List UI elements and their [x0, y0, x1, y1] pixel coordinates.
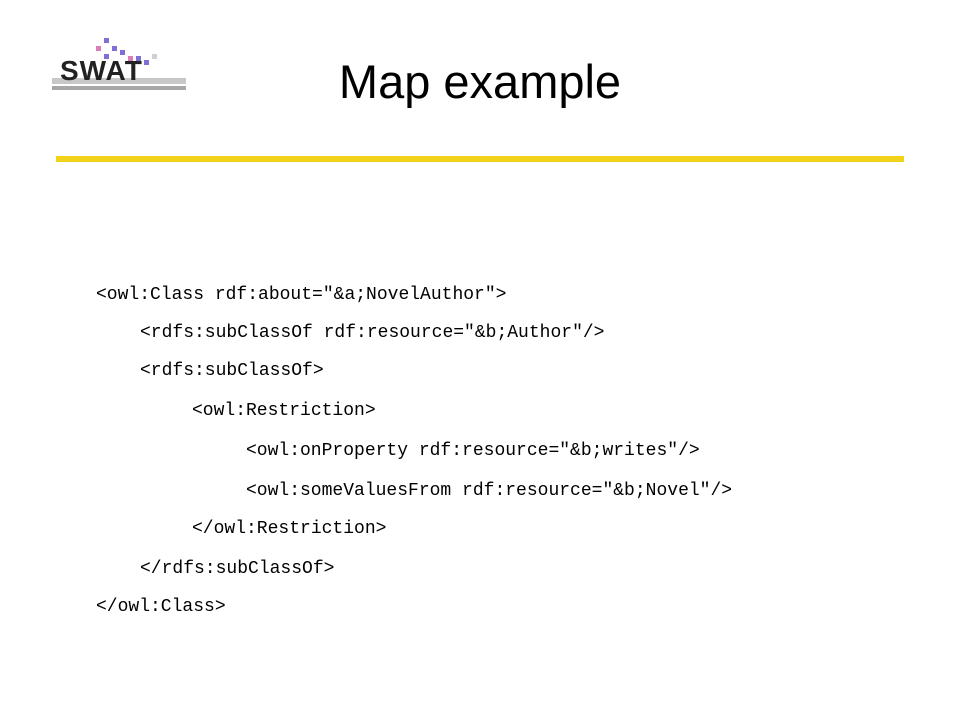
code-line: <owl:Restriction>: [192, 401, 376, 421]
title-underline: [56, 156, 904, 162]
code-line: </owl:Restriction>: [192, 519, 387, 539]
code-line: <owl:someValuesFrom rdf:resource="&b;Nov…: [246, 481, 733, 501]
swat-logo: SWAT: [52, 36, 192, 96]
swat-logo-graphic: SWAT: [52, 38, 186, 90]
code-line: <rdfs:subClassOf>: [140, 361, 324, 381]
code-line: <owl:onProperty rdf:resource="&b;writes"…: [246, 441, 700, 461]
code-line: <owl:Class rdf:about="&a;NovelAuthor">: [96, 285, 507, 305]
swat-logo-text: SWAT: [60, 55, 143, 86]
code-line: </rdfs:subClassOf>: [140, 559, 335, 579]
slide-title: Map example: [338, 55, 622, 108]
code-line: <rdfs:subClassOf rdf:resource="&b;Author…: [140, 323, 605, 343]
code-line: </owl:Class>: [96, 597, 226, 617]
